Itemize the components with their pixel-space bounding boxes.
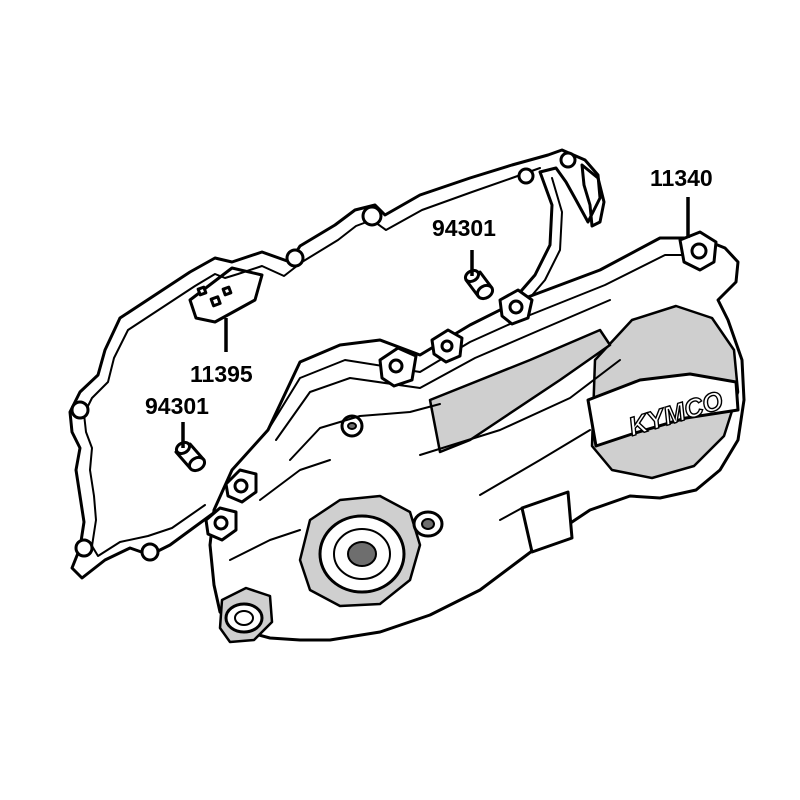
dowel-pin-lower xyxy=(174,440,207,473)
vent-box xyxy=(520,490,574,554)
callout-pin-upper-part-number: 94301 xyxy=(432,215,496,241)
kick-start-shaft xyxy=(218,586,274,644)
gasket-bolt-lugs xyxy=(70,151,577,562)
callout-gasket-part-number: 11395 xyxy=(190,361,253,387)
transmission-cover: KYMCO xyxy=(204,230,746,644)
variator-boss xyxy=(298,494,422,608)
cover-bolt-lugs xyxy=(204,230,718,542)
dowel-pin-upper xyxy=(463,268,495,301)
clutch-dome: KYMCO xyxy=(586,304,740,480)
callout-cover-part-number: 11340 xyxy=(650,165,713,191)
callout-pin-lower-part-number: 94301 xyxy=(145,393,209,419)
crankcase-cover-gasket xyxy=(68,148,606,580)
